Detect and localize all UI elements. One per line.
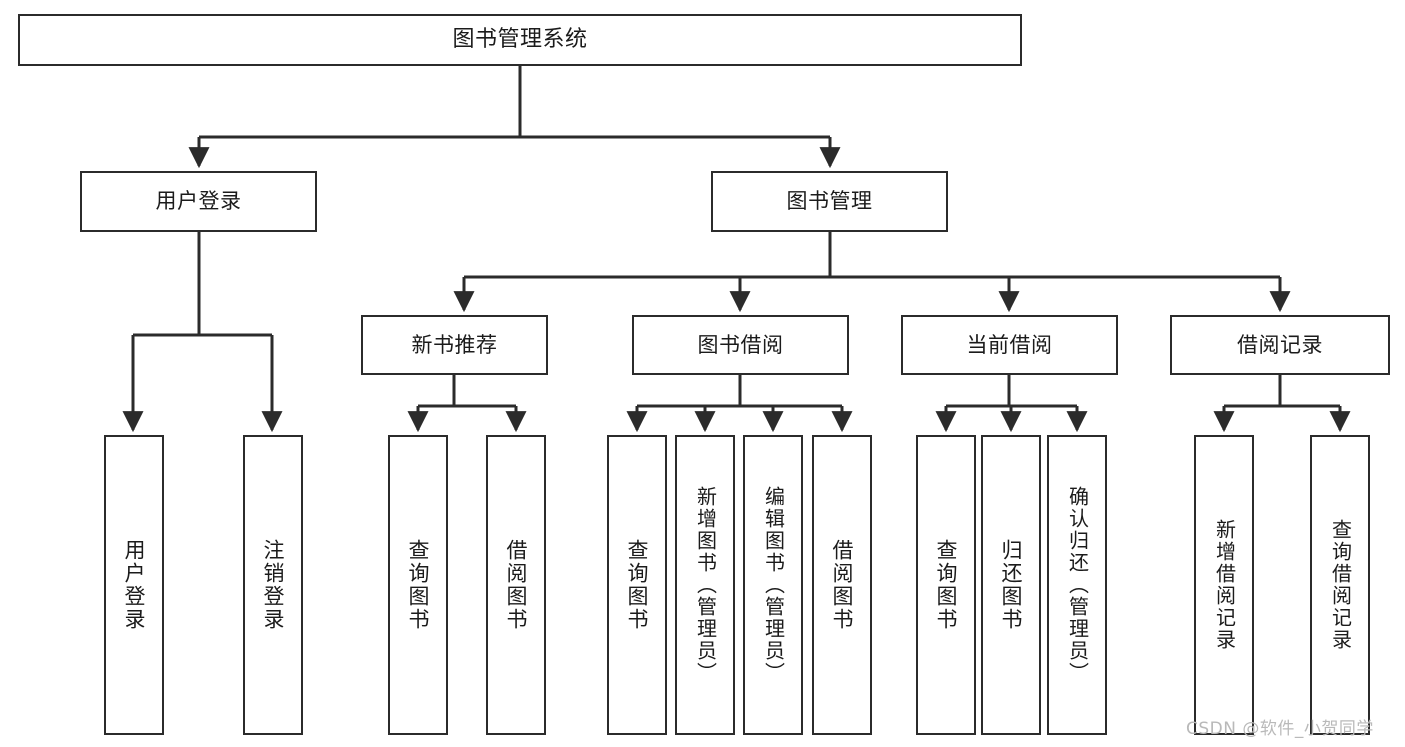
node-label: 查询借阅记录 [1328, 519, 1353, 651]
node-user-login[interactable]: 用户登录 [80, 171, 317, 232]
node-book-borrow[interactable]: 图书借阅 [632, 315, 849, 375]
node-label: 借阅图书 [504, 539, 529, 631]
node-leaf-confirm-return-admin[interactable]: 确认归还（管理员） [1047, 435, 1107, 735]
node-leaf-query-book-current[interactable]: 查询图书 [916, 435, 976, 735]
node-label: 查询图书 [625, 539, 650, 631]
node-root-book-management-system[interactable]: 图书管理系统 [18, 14, 1022, 66]
node-label: 借阅记录 [1237, 332, 1323, 357]
node-label: 确认归还（管理员） [1065, 486, 1090, 684]
node-label: 借阅图书 [830, 539, 855, 631]
node-borrow-record[interactable]: 借阅记录 [1170, 315, 1390, 375]
node-current-borrow[interactable]: 当前借阅 [901, 315, 1118, 375]
node-leaf-query-book-recommend[interactable]: 查询图书 [388, 435, 448, 735]
node-label: 用户登录 [155, 189, 242, 214]
node-book-management[interactable]: 图书管理 [711, 171, 948, 232]
watermark: CSDN @软件_小贺同学 [1186, 719, 1374, 739]
node-leaf-query-book-borrow[interactable]: 查询图书 [607, 435, 667, 735]
node-label: 查询图书 [406, 539, 431, 631]
node-label: 注销登录 [261, 539, 286, 631]
node-label: 查询图书 [934, 539, 959, 631]
node-label: 当前借阅 [966, 332, 1053, 357]
node-leaf-borrow-book-recommend[interactable]: 借阅图书 [486, 435, 546, 735]
node-leaf-logout[interactable]: 注销登录 [243, 435, 303, 735]
node-new-book-recommend[interactable]: 新书推荐 [361, 315, 548, 375]
node-leaf-edit-book-admin[interactable]: 编辑图书（管理员） [743, 435, 803, 735]
node-label: 用户登录 [122, 539, 147, 631]
node-label: 新增借阅记录 [1212, 519, 1237, 651]
node-label: 图书管理系统 [452, 27, 588, 53]
node-label: 新增图书（管理员） [693, 486, 718, 684]
node-leaf-add-book-admin[interactable]: 新增图书（管理员） [675, 435, 735, 735]
node-leaf-user-login[interactable]: 用户登录 [104, 435, 164, 735]
node-label: 编辑图书（管理员） [761, 486, 786, 684]
node-label: 新书推荐 [411, 332, 498, 357]
node-leaf-borrow-book[interactable]: 借阅图书 [812, 435, 872, 735]
node-leaf-return-book[interactable]: 归还图书 [981, 435, 1041, 735]
node-label: 图书管理 [786, 189, 873, 214]
node-label: 归还图书 [999, 539, 1024, 631]
node-leaf-add-borrow-record[interactable]: 新增借阅记录 [1194, 435, 1254, 735]
node-leaf-query-borrow-record[interactable]: 查询借阅记录 [1310, 435, 1370, 735]
node-label: 图书借阅 [697, 332, 784, 357]
